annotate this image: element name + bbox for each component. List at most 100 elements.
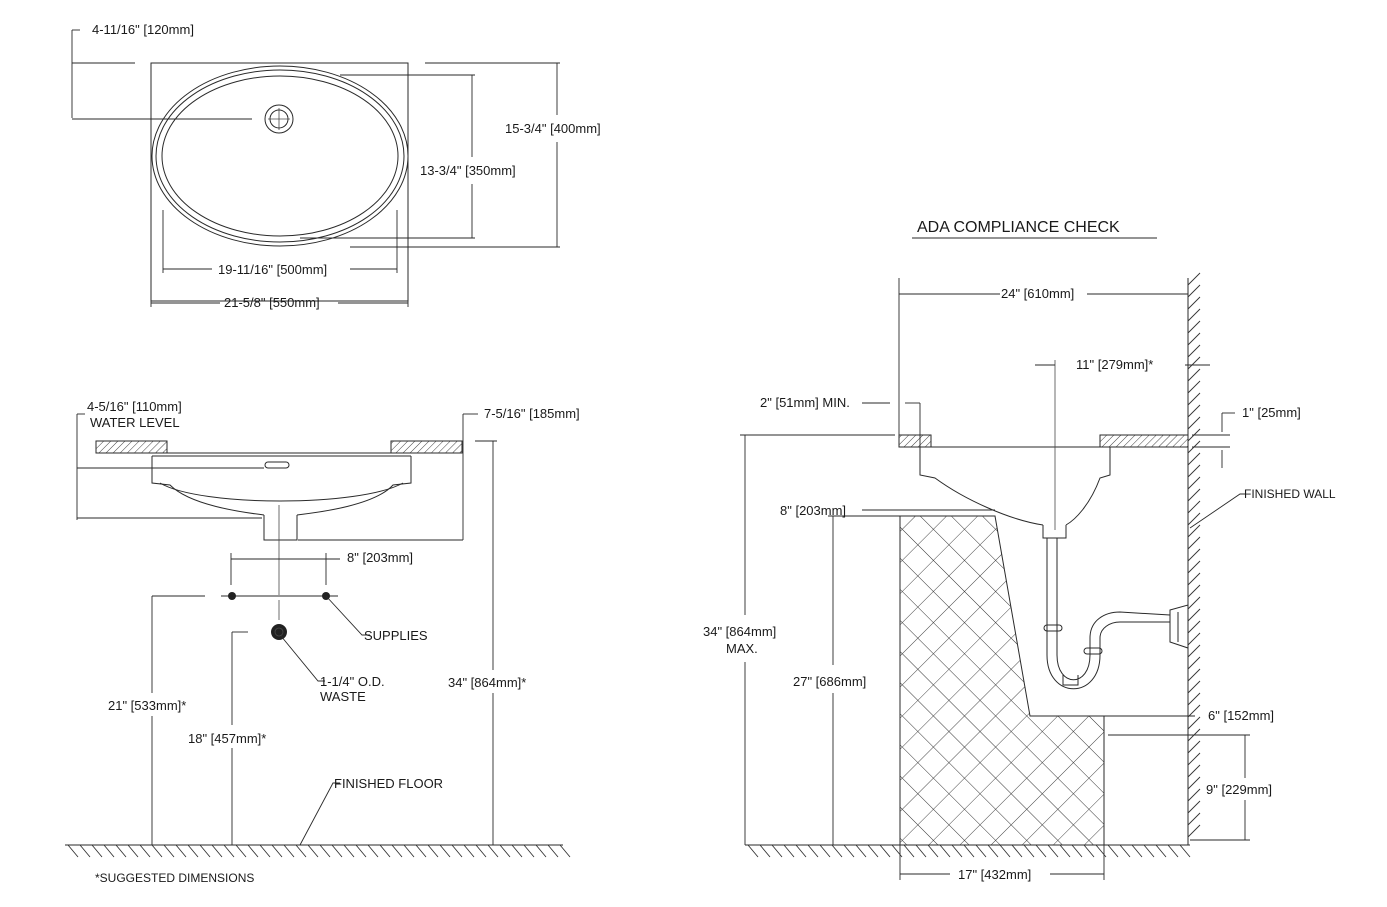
- finished-wall-label: FINISHED WALL: [1244, 487, 1336, 501]
- bowl-height-label: 7-5/16" [185mm]: [484, 406, 580, 421]
- hatch-mark: [1187, 284, 1201, 298]
- hatch-mark: [127, 844, 139, 858]
- hatch-mark: [1187, 392, 1201, 406]
- hatch-mark: [1187, 272, 1201, 286]
- hatch-mark: [1187, 464, 1201, 478]
- hatch-mark: [1143, 844, 1155, 858]
- hatch-mark: [843, 844, 855, 858]
- hatch-mark: [1187, 668, 1201, 682]
- hatch-mark: [999, 844, 1011, 858]
- drain-from-wall-label: 11" [279mm]*: [1076, 357, 1153, 372]
- counter-thickness-label: 1" [25mm]: [1242, 405, 1301, 420]
- counter-height-label: 34" [864mm]*: [448, 675, 526, 690]
- hatch-mark: [819, 844, 831, 858]
- bowl-width-label: 19-11/16" [500mm]: [218, 262, 327, 277]
- hatch-mark: [547, 844, 559, 858]
- hatch-mark: [1187, 812, 1201, 826]
- hatch-mark: [535, 844, 547, 858]
- supply-spacing-label: 8" [203mm]: [347, 550, 413, 565]
- hatch-mark: [1047, 844, 1059, 858]
- hatch-mark: [1187, 296, 1201, 310]
- hatch-mark: [939, 844, 951, 858]
- hatch-mark: [271, 844, 283, 858]
- hatch-mark: [963, 844, 975, 858]
- hatch-mark: [79, 844, 91, 858]
- hatch-mark: [1187, 452, 1201, 466]
- hatch-mark: [307, 844, 319, 858]
- ada-title: ADA COMPLIANCE CHECK: [917, 219, 1120, 236]
- supplies-label: SUPPLIES: [364, 628, 428, 643]
- hatch-mark: [1187, 476, 1201, 490]
- waste-point: [271, 624, 287, 640]
- hatch-mark: [259, 844, 271, 858]
- hatch-mark: [247, 844, 259, 858]
- hatch-mark: [211, 844, 223, 858]
- hatch-mark: [463, 844, 475, 858]
- waste-label-line1: 1-1/4" O.D.: [320, 674, 385, 689]
- hatch-mark: [1187, 368, 1201, 382]
- hatch-mark: [1187, 716, 1201, 730]
- hatch-mark: [235, 844, 247, 858]
- hatch-mark: [1011, 844, 1023, 858]
- supply-left-point: [228, 592, 236, 600]
- hatch-mark: [367, 844, 379, 858]
- hatch-mark: [1187, 404, 1201, 418]
- clear-depth-label: 17" [432mm]: [958, 867, 1031, 882]
- hatch-mark: [1187, 584, 1201, 598]
- hatch-mark: [1187, 380, 1201, 394]
- hatch-mark: [151, 844, 163, 858]
- hatch-mark: [1187, 608, 1201, 622]
- hatch-mark: [891, 844, 903, 858]
- hatch-mark: [795, 844, 807, 858]
- hatch-mark: [403, 844, 415, 858]
- hatch-mark: [1187, 596, 1201, 610]
- hatch-mark: [415, 844, 427, 858]
- hatch-mark: [1187, 692, 1201, 706]
- hatch-mark: [783, 844, 795, 858]
- hatch-mark: [1187, 656, 1201, 670]
- hatch-mark: [1187, 752, 1201, 766]
- p-trap: [1043, 538, 1189, 690]
- hatch-mark: [867, 844, 879, 858]
- hatch-mark: [1155, 844, 1167, 858]
- front-min-label: 2" [51mm] MIN.: [760, 395, 850, 410]
- hatch-mark: [831, 844, 843, 858]
- hatch-mark: [1187, 500, 1201, 514]
- hatch-mark: [343, 844, 355, 858]
- max-height-label-line2: MAX.: [726, 641, 758, 656]
- hatch-mark: [1187, 560, 1201, 574]
- hatch-mark: [771, 844, 783, 858]
- ada-sink-section: [919, 446, 1111, 539]
- sink-rim-middle: [155, 69, 405, 243]
- hatch-mark: [487, 844, 499, 858]
- hatch-mark: [1187, 764, 1201, 778]
- hatch-mark: [1059, 844, 1071, 858]
- hatch-mark: [355, 844, 367, 858]
- hatch-mark: [1167, 844, 1179, 858]
- hatch-mark: [451, 844, 463, 858]
- hatch-mark: [1187, 344, 1201, 358]
- hatch-mark: [915, 844, 927, 858]
- hatch-mark: [759, 844, 771, 858]
- knee-height-label: 27" [686mm]: [793, 674, 866, 689]
- hatch-mark: [903, 844, 915, 858]
- hatch-mark: [1187, 632, 1201, 646]
- floor-hatch-right: [747, 844, 1191, 858]
- sink-outline-rect: [150, 62, 409, 302]
- knee-depth-label: 8" [203mm]: [780, 503, 846, 518]
- hatch-mark: [1035, 844, 1047, 858]
- hatch-mark: [139, 844, 151, 858]
- hatch-mark: [319, 844, 331, 858]
- hatch-mark: [1187, 332, 1201, 346]
- counter-right: [390, 440, 463, 454]
- hatch-mark: [283, 844, 295, 858]
- finished-floor-label: FINISHED FLOOR: [334, 776, 443, 791]
- hatch-mark: [1083, 844, 1095, 858]
- hatch-mark: [879, 844, 891, 858]
- hatch-mark: [1187, 524, 1201, 538]
- hatch-mark: [951, 844, 963, 858]
- hatch-mark: [499, 844, 511, 858]
- hatch-mark: [1187, 548, 1201, 562]
- hatch-mark: [1179, 844, 1191, 858]
- overflow-hole: [264, 104, 294, 134]
